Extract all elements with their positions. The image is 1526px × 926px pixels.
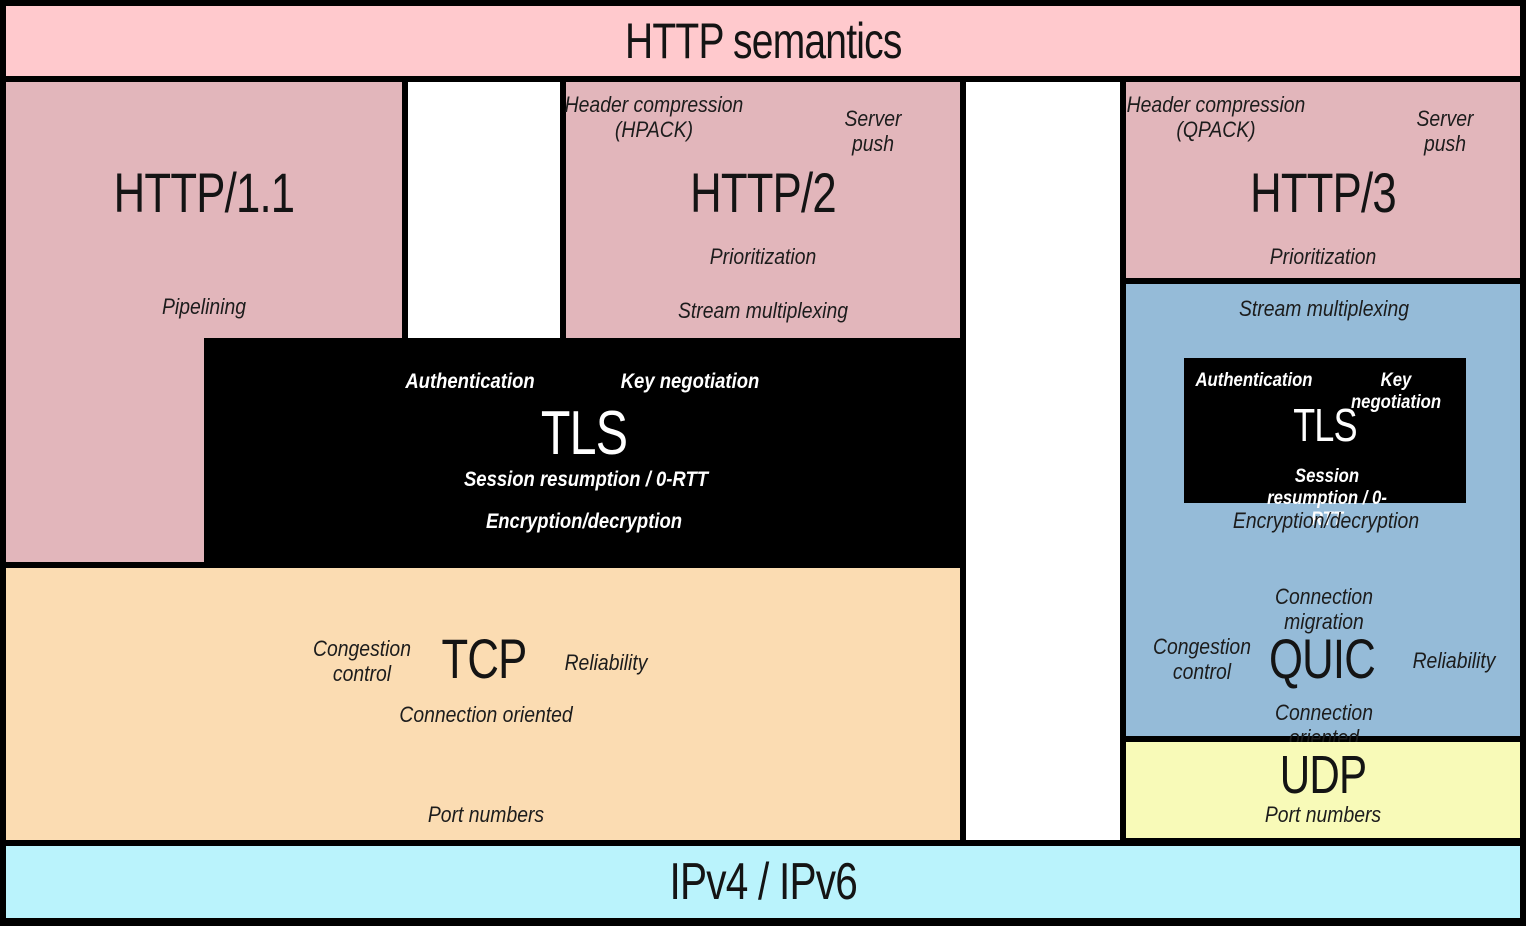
tls-key-negotiation-label: Key negotiation [620,370,760,393]
quic-tls-block: Authentication Key negotiation TLS Sessi… [1184,358,1466,530]
udp-block: UDP Port numbers [1126,742,1520,838]
gap-http11-http2 [408,82,560,338]
http2-stream-multiplexing-label: Stream multiplexing [677,298,849,323]
tls-authentication-label: Authentication [405,370,535,393]
tls-block: Authentication Key negotiation TLS Sessi… [204,338,960,562]
http11-title: HTTP/1.1 [113,161,295,224]
ip-layer-block: IPv4 / IPv6 [6,846,1520,918]
ip-layer-title: IPv4 / IPv6 [669,853,857,911]
tcp-reliability-label: Reliability [564,650,648,675]
quic-connection-migration-label: Connection migration [1275,584,1373,635]
quic-title: QUIC [1268,627,1376,690]
quic-stream-multiplexing-label: Stream multiplexing [1238,296,1410,321]
tls-encryption-label: Encryption/decryption [485,510,683,533]
gap-http2-http3 [966,82,1120,840]
quic-tls-title: TLS [1293,399,1357,451]
tcp-congestion-control-label: Congestion control [313,636,411,687]
quic-reliability-label: Reliability [1412,648,1496,673]
http-semantics-title: HTTP semantics [624,13,902,69]
quic-tls-session-resumption-label: Session resumption / 0-RTT [1267,466,1387,531]
tls-session-resumption-label: Session resumption / 0-RTT [463,468,709,491]
http11-pipelining-label: Pipelining [162,294,246,319]
http3-server-push-label: Server push [1416,106,1474,157]
tcp-title: TCP [441,627,527,690]
http2-title: HTTP/2 [690,161,837,224]
http3-title: HTTP/3 [1250,161,1397,224]
tls-title: TLS [540,399,628,468]
http3-header-compression-label: Header compression (QPACK) [1126,92,1306,143]
http2-server-push-label: Server push [844,106,902,157]
http2-prioritization-label: Prioritization [709,244,817,269]
http3-block: Header compression (QPACK) Server push H… [1126,82,1520,278]
quic-tls-authentication-label: Authentication [1195,370,1313,391]
http2-header-compression-label: Header compression (HPACK) [564,92,744,143]
udp-title: UDP [1279,745,1367,805]
quic-block: Stream multiplexing Authentication Key n… [1126,284,1520,750]
tcp-port-numbers-label: Port numbers [427,802,545,827]
udp-port-numbers-label: Port numbers [1264,802,1382,827]
tcp-block: Congestion control TCP Reliability Conne… [6,568,960,840]
http3-prioritization-label: Prioritization [1269,244,1377,269]
quic-encryption-label: Encryption/decryption [1232,508,1420,533]
tcp-connection-oriented-label: Connection oriented [399,702,573,727]
http-semantics-layer: HTTP semantics [6,6,1520,76]
quic-congestion-control-label: Congestion control [1153,634,1251,685]
http2-block: Header compression (HPACK) Server push H… [564,82,960,338]
quic-tls-key-negotiation-label: Key negotiation [1350,370,1442,413]
